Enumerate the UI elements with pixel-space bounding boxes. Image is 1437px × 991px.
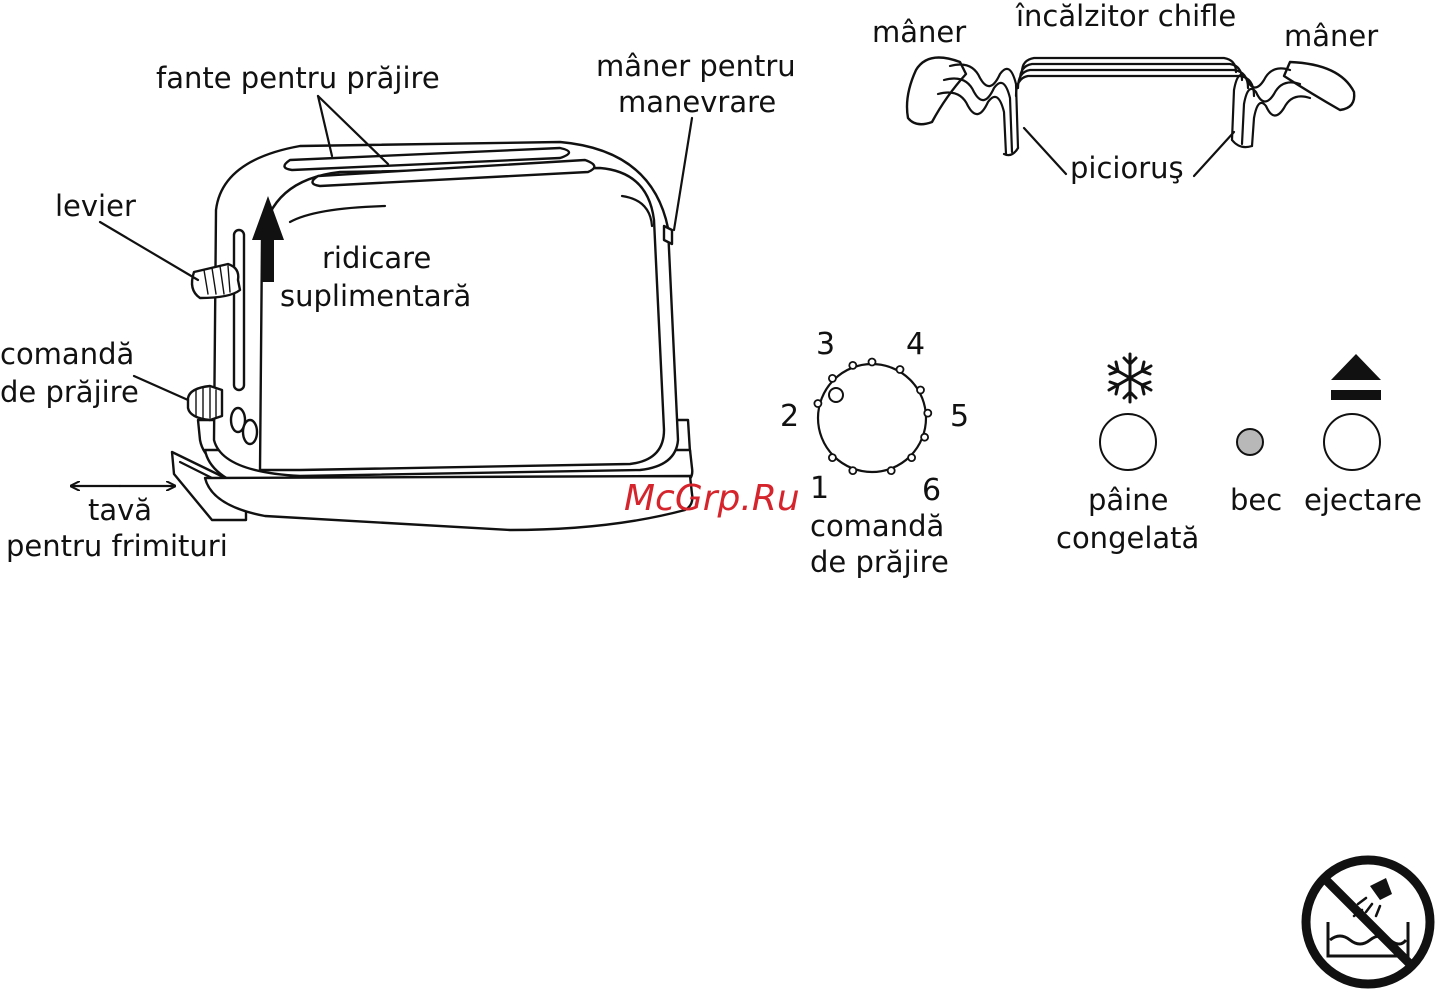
lamp-indicator <box>1237 429 1263 455</box>
dial-tick <box>849 362 856 369</box>
dial-tick <box>917 387 924 394</box>
no-immersion-icon <box>1306 860 1430 984</box>
label-warmer-handle-left: mâner <box>872 15 966 49</box>
dial-tick <box>924 410 931 417</box>
dial-tick <box>908 454 915 461</box>
label-frozen-1: pâine <box>1088 483 1168 517</box>
dial-number-6: 6 <box>922 473 941 508</box>
dial-number-4: 4 <box>906 327 925 362</box>
dial-tick <box>869 359 876 366</box>
dial-number-1: 1 <box>810 471 829 506</box>
dial-label-1: comandă <box>810 509 944 543</box>
label-bun-warmer: încălzitor chifle <box>1015 0 1236 33</box>
control-buttons: pâine congelată bec ejectare <box>1056 354 1422 555</box>
label-crumb-tray-2: pentru frimituri <box>6 529 228 563</box>
label-frozen-2: congelată <box>1056 521 1199 555</box>
dial-tick <box>814 400 821 407</box>
label-warmer-handle-right: mâner <box>1284 19 1378 53</box>
browning-dial: 1 2 3 4 5 6 comandă de prăjire <box>780 327 969 579</box>
eject-button <box>1324 414 1380 470</box>
dial-number-3: 3 <box>816 327 835 362</box>
label-extra-lift-2: suplimentară <box>280 279 471 313</box>
carry-handle <box>664 226 672 244</box>
warmer-handle-left-shape <box>907 58 966 125</box>
dial-tick <box>829 375 836 382</box>
toaster-illustration <box>172 142 692 530</box>
dial-indicator <box>829 388 843 402</box>
label-browning-1: comandă <box>0 337 134 371</box>
dial-tick <box>897 366 904 373</box>
dial-label-2: de prăjire <box>810 545 949 579</box>
label-handle-2: manevrare <box>618 85 776 119</box>
label-warmer-feet: picioruş <box>1070 151 1184 185</box>
browning-knob <box>188 386 222 420</box>
dial-tick <box>921 434 928 441</box>
snowflake-icon <box>1109 354 1151 402</box>
label-browning-2: de prăjire <box>0 375 139 409</box>
dial-tick <box>829 454 836 461</box>
label-lever: levier <box>55 189 136 223</box>
watermark: McGrp.Ru <box>624 478 800 519</box>
label-extra-lift-1: ridicare <box>322 241 431 275</box>
label-slots: fante pentru prăjire <box>156 61 440 95</box>
dial-number-5: 5 <box>950 399 969 434</box>
label-handle-1: mâner pentru <box>596 49 796 83</box>
dial-number-2: 2 <box>780 399 799 434</box>
bun-warmer-illustration <box>907 58 1354 156</box>
warmer-handle-right-shape <box>1284 62 1354 110</box>
frozen-button <box>1100 414 1156 470</box>
dial-tick <box>849 467 856 474</box>
label-eject: ejectare <box>1304 483 1422 517</box>
dial-tick <box>888 467 895 474</box>
label-crumb-tray-1: tavă <box>88 493 152 527</box>
label-lamp: bec <box>1230 483 1282 517</box>
eject-icon <box>1331 354 1381 400</box>
